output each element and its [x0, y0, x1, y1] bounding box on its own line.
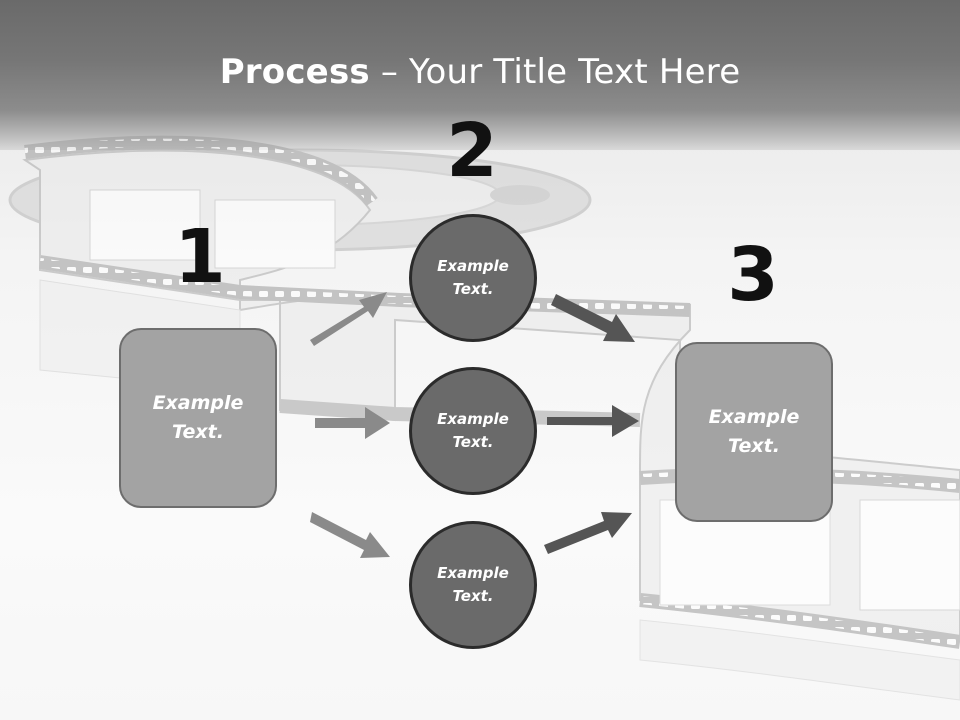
- step-number-1: 1: [174, 214, 226, 300]
- step-2-circle-top[interactable]: Example Text.: [409, 214, 537, 342]
- step-2-circle-middle[interactable]: Example Text.: [409, 367, 537, 495]
- step-3-text: Example Text.: [708, 406, 800, 457]
- step-2-circle-bottom[interactable]: Example Text.: [409, 521, 537, 649]
- step-2-text-bottom: Example Text.: [437, 564, 509, 605]
- title-bold: Process: [219, 52, 370, 92]
- step-number-3: 3: [727, 232, 779, 318]
- step-1-text: Example Text.: [152, 392, 244, 443]
- step-2-text-top: Example Text.: [437, 257, 509, 298]
- step-number-2: 2: [446, 108, 498, 194]
- step-2-text-middle: Example Text.: [437, 410, 509, 451]
- page-title: Process – Your Title Text Here: [0, 52, 960, 92]
- title-rest: – Your Title Text Here: [369, 52, 741, 92]
- step-3-box[interactable]: Example Text.: [675, 342, 833, 522]
- step-1-box[interactable]: Example Text.: [119, 328, 277, 508]
- title-band: [0, 0, 960, 150]
